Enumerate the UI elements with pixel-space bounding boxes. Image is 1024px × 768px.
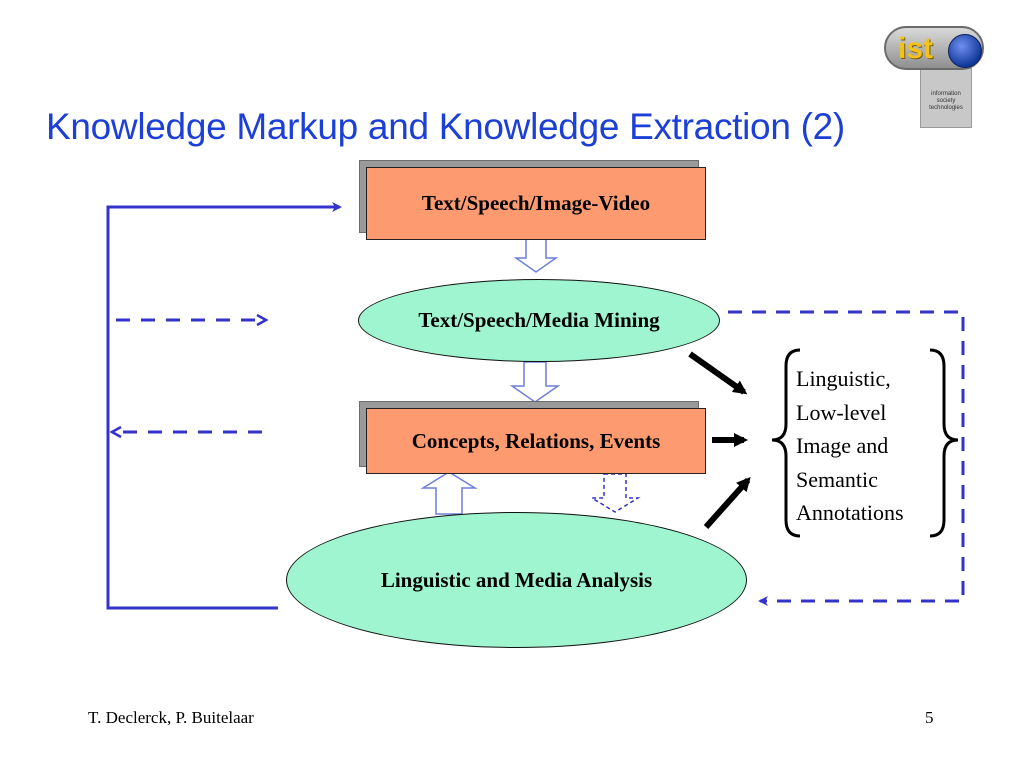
dashed-arrow-down bbox=[589, 473, 641, 513]
black-arrow-from-analysis bbox=[703, 477, 751, 529]
globe-icon bbox=[948, 34, 982, 68]
right-brace bbox=[929, 348, 959, 538]
ellipse-media-mining: Text/Speech/Media Mining bbox=[358, 279, 720, 362]
hollow-arrow-down-1 bbox=[513, 237, 559, 273]
annotations-label: Linguistic, Low-level Image and Semantic… bbox=[796, 366, 904, 525]
ellipse-linguistic-media-analysis: Linguistic and Media Analysis bbox=[286, 512, 747, 648]
box-text-speech-image-video: Text/Speech/Image-Video bbox=[366, 167, 706, 240]
slide-title: Knowledge Markup and Knowledge Extractio… bbox=[46, 106, 845, 147]
left-brace bbox=[771, 348, 801, 538]
logo-caption: information society technologies bbox=[920, 68, 972, 128]
hollow-arrow-up bbox=[420, 471, 478, 515]
page-number: 5 bbox=[925, 708, 934, 727]
hollow-arrow-down-2 bbox=[509, 361, 561, 403]
box-concepts-relations-events: Concepts, Relations, Events bbox=[366, 408, 706, 474]
logo-text: ist bbox=[898, 32, 934, 65]
logo-pill: ist bbox=[884, 26, 984, 70]
black-arrow-from-mining bbox=[688, 351, 748, 395]
feedback-loop-solid bbox=[106, 202, 342, 610]
dashed-loop-right bbox=[728, 310, 965, 606]
ist-logo: information society technologies ist bbox=[884, 24, 988, 128]
footer-authors: T. Declerck, P. Buitelaar bbox=[88, 708, 254, 727]
